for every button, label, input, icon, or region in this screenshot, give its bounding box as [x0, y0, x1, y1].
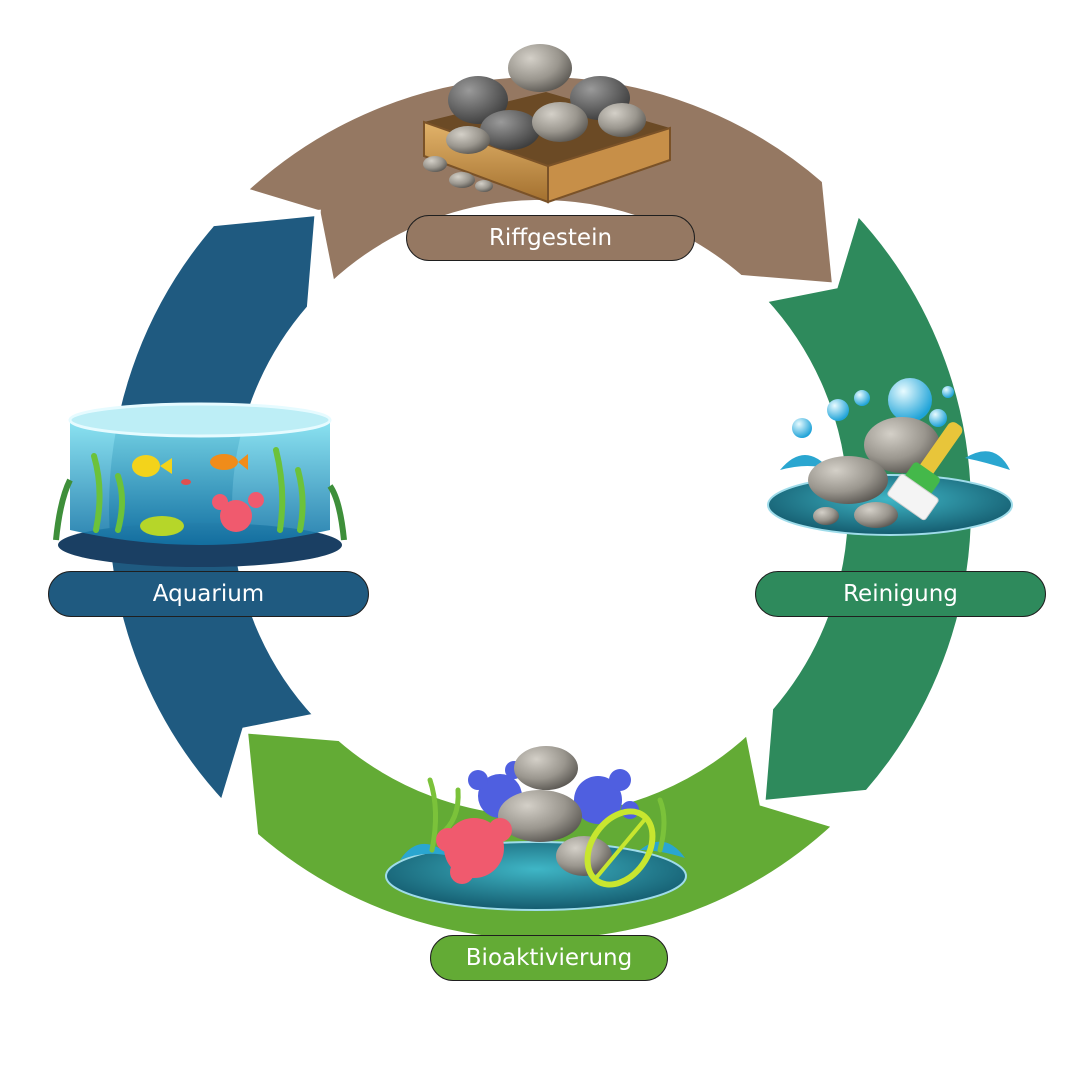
- stage-label-aquarium: Aquarium: [48, 571, 369, 617]
- stage-label-reinigung: Reinigung: [755, 571, 1046, 617]
- coral-reef-icon: [385, 746, 687, 911]
- stage-label-bioaktivierung: Bioaktivierung: [430, 935, 668, 981]
- rock-cleaning-icon: [767, 378, 1013, 536]
- rock-box-icon: [423, 44, 671, 204]
- aquarium-tank-icon: [53, 402, 347, 567]
- stage-label-riffgestein: Riffgestein: [406, 215, 695, 261]
